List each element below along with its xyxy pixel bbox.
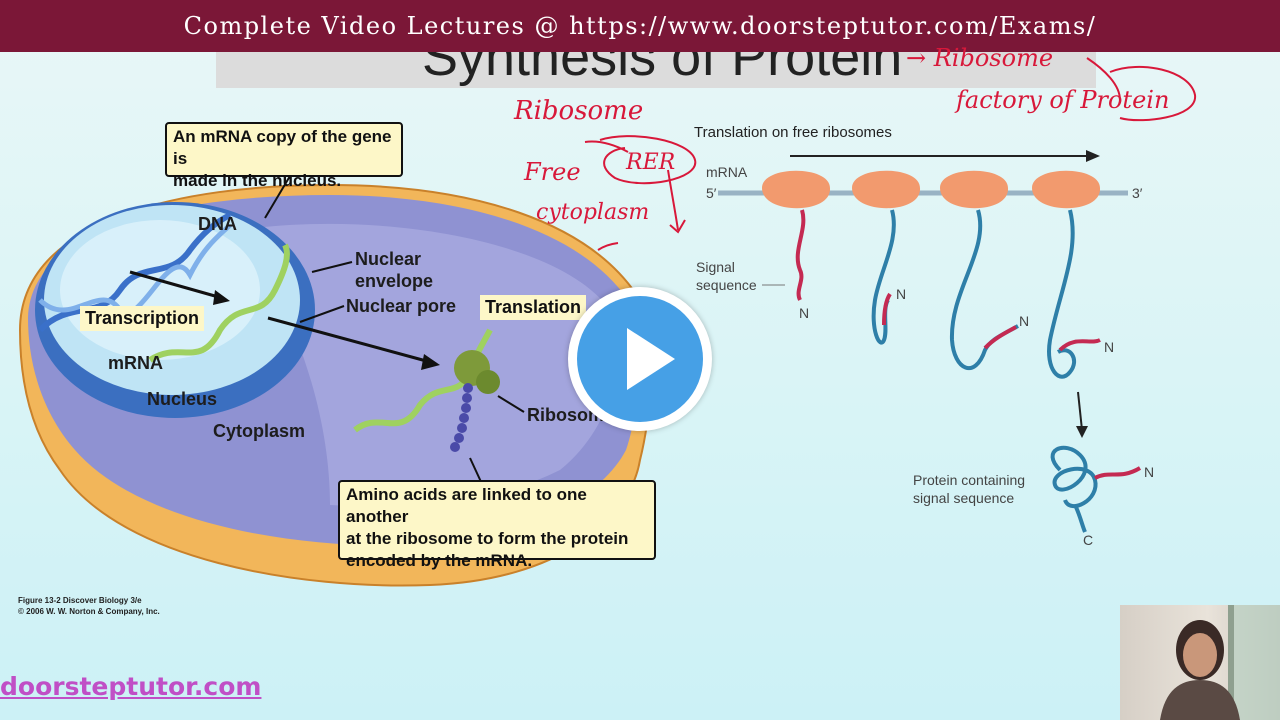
folded-protein (1050, 445, 1098, 533)
play-button[interactable] (568, 287, 712, 431)
label-cytoplasm: Cytoplasm (213, 421, 306, 441)
slide-title-strip: Synthesis of Protein (216, 52, 1096, 88)
label-dna: DNA (198, 214, 237, 234)
label-mrna: mRNA (108, 353, 164, 373)
right-c: C (1083, 532, 1094, 548)
right-five-prime: 5′ (706, 185, 717, 201)
ribosome-row (762, 170, 1101, 209)
right-mrna: mRNA (706, 164, 748, 180)
amino-acid-chain (450, 383, 473, 452)
right-n-4: N (1104, 339, 1115, 355)
callout-translation-line-1: Amino acids are linked to one another (346, 485, 587, 526)
callout-translation-line-3: encoded by the mRNA. (346, 551, 533, 570)
hand-cytoplasm: cytoplasm (536, 200, 650, 225)
hand-ribosome-left: Ribosome (514, 96, 644, 126)
right-n-3: N (1019, 313, 1030, 329)
presenter-figure (1160, 605, 1280, 720)
slide-title: Synthesis of Protein (422, 52, 903, 87)
hand-factory: factory of Protein (956, 86, 1170, 114)
right-three-prime: 3′ (1132, 185, 1143, 201)
right-protein-2: signal sequence (913, 490, 1015, 506)
label-nuclear-envelope-2: envelope (355, 271, 434, 291)
right-title: Translation on free ribosomes (694, 124, 892, 141)
handwritten-strokes (584, 57, 1197, 251)
play-button-circle (577, 296, 703, 422)
callout-transcription-line-1: An mRNA copy of the gene is (173, 127, 392, 168)
right-n-2: N (896, 286, 907, 302)
banner-text: Complete Video Lectures @ https://www.do… (183, 12, 1097, 40)
hand-rer: RER (626, 150, 676, 175)
callout-translation: Amino acids are linked to one another at… (338, 480, 656, 570)
brand-link[interactable]: doorsteptutor.com (0, 672, 262, 701)
right-n-1: N (799, 305, 810, 321)
caption-line-1: Figure 13-2 Discover Biology 3/e (18, 596, 142, 605)
hand-free: Free (524, 158, 581, 186)
label-nucleus: Nucleus (147, 389, 218, 409)
top-banner[interactable]: Complete Video Lectures @ https://www.do… (0, 0, 1280, 52)
right-signal-1: Signal (696, 259, 735, 275)
figure-caption: Figure 13-2 Discover Biology 3/e © 2006 … (18, 595, 160, 617)
hand-ribosome-top: → Ribosome (906, 44, 1054, 72)
polypeptide-chains (795, 209, 1101, 379)
label-nuclear-pore: Nuclear pore (346, 296, 457, 316)
webcam-overlay (1120, 605, 1280, 720)
label-translation: Translation (480, 295, 587, 320)
label-transcription: Transcription (80, 306, 205, 331)
callout-translation-line-2: at the ribosome to form the protein (346, 529, 629, 548)
right-n-5: N (1144, 464, 1155, 480)
play-icon (627, 328, 675, 390)
mrna-strand (148, 243, 290, 363)
dna-helix (37, 212, 232, 333)
callout-transcription: An mRNA copy of the gene is made in the … (165, 122, 403, 190)
right-signal-2: sequence (696, 277, 757, 293)
callout-transcription-line-2: made in the nucleus. (173, 171, 342, 190)
label-nuclear-envelope-1: Nuclear (355, 249, 422, 269)
right-protein-1: Protein containing (913, 472, 1026, 488)
caption-line-2: © 2006 W. W. Norton & Company, Inc. (18, 607, 160, 616)
